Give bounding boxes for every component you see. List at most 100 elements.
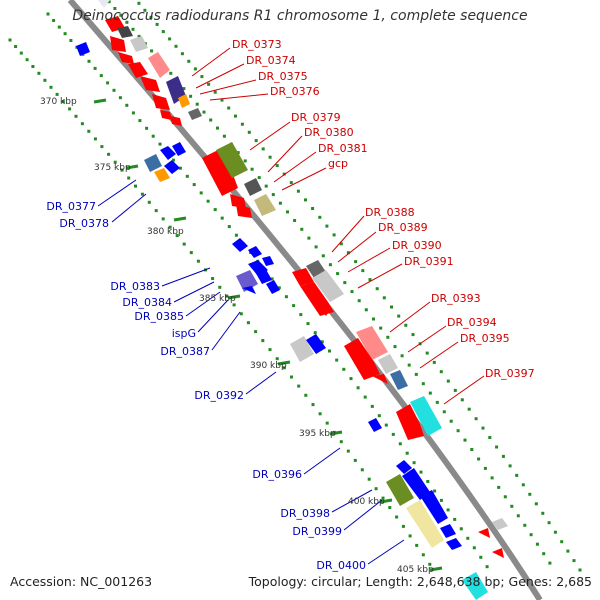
gene-feature[interactable] — [242, 286, 256, 294]
gene-feature[interactable] — [254, 266, 272, 284]
gene-feature[interactable] — [236, 270, 258, 292]
gene-feature[interactable] — [446, 538, 462, 550]
gene-feature[interactable] — [410, 396, 442, 436]
guide-dot — [220, 216, 224, 220]
forward-gene-label[interactable]: gcp — [328, 157, 348, 170]
gene-feature[interactable] — [306, 334, 326, 354]
gene-feature[interactable] — [164, 160, 180, 174]
reverse-gene-label[interactable]: DR_0385 — [134, 310, 184, 323]
gene-feature[interactable] — [396, 404, 424, 440]
gene-feature[interactable] — [172, 142, 186, 156]
reverse-gene-label[interactable]: DR_0392 — [194, 389, 244, 402]
gene-feature[interactable] — [128, 62, 148, 78]
forward-gene-label[interactable]: DR_0390 — [392, 239, 442, 252]
reverse-gene-label[interactable]: DR_0378 — [59, 217, 109, 230]
guide-dot — [412, 461, 416, 465]
forward-gene-label[interactable]: DR_0394 — [447, 316, 497, 329]
gene-feature[interactable] — [170, 116, 182, 126]
guide-dot — [192, 183, 196, 187]
gene-feature[interactable] — [290, 336, 314, 362]
guide-dot — [421, 382, 425, 386]
gene-feature[interactable] — [262, 256, 274, 266]
gene-feature[interactable] — [154, 168, 170, 182]
gene-feature[interactable] — [230, 194, 246, 208]
forward-gene-label[interactable]: DR_0397 — [485, 367, 535, 380]
forward-gene-label[interactable]: DR_0375 — [258, 70, 308, 83]
gene-feature[interactable] — [492, 548, 504, 558]
gene-feature[interactable] — [160, 146, 176, 160]
gene-feature[interactable] — [372, 374, 388, 384]
reverse-gene-label[interactable]: DR_0400 — [316, 559, 366, 572]
gene-feature[interactable] — [118, 52, 134, 64]
gene-feature[interactable] — [368, 418, 382, 432]
gene-feature[interactable] — [406, 500, 444, 548]
forward-gene-label[interactable]: DR_0373 — [232, 38, 282, 51]
guide-dot — [236, 151, 240, 155]
gene-feature[interactable] — [148, 52, 170, 78]
kbp-tick-marks — [93, 98, 443, 572]
forward-gene-label[interactable]: DR_0389 — [378, 221, 428, 234]
guide-dot — [349, 377, 353, 381]
gene-feature[interactable] — [236, 204, 252, 218]
reverse-gene-label[interactable]: DR_0384 — [122, 296, 172, 309]
guide-dot — [311, 207, 315, 210]
guide-dot — [118, 96, 122, 100]
gene-feature[interactable] — [152, 94, 170, 110]
reverse-gene-label[interactable]: DR_0398 — [280, 507, 330, 520]
guide-dot — [168, 225, 172, 229]
forward-gene-label[interactable]: DR_0395 — [460, 332, 510, 345]
gene-feature[interactable] — [378, 354, 398, 374]
gene-feature[interactable] — [478, 528, 490, 538]
reverse-gene-label[interactable]: DR_0377 — [46, 200, 96, 213]
gene-feature[interactable] — [98, 0, 110, 8]
gene-feature[interactable] — [248, 246, 262, 258]
forward-gene-label[interactable]: DR_0388 — [365, 206, 415, 219]
gene-feature[interactable] — [144, 154, 162, 172]
gene-feature[interactable] — [420, 490, 448, 524]
gene-feature[interactable] — [386, 474, 414, 506]
gene-feature[interactable] — [110, 36, 126, 52]
gene-feature[interactable] — [140, 76, 160, 92]
forward-gene-label[interactable]: DR_0374 — [246, 54, 296, 67]
gene-feature[interactable] — [130, 36, 148, 52]
reverse-gene-label[interactable]: DR_0383 — [110, 280, 160, 293]
gene-feature[interactable] — [320, 308, 330, 316]
reverse-gene-label[interactable]: DR_0396 — [252, 468, 302, 481]
gene-feature[interactable] — [356, 326, 388, 360]
guide-dot — [313, 331, 317, 335]
gene-feature[interactable] — [390, 370, 408, 390]
forward-gene-label[interactable]: DR_0393 — [431, 292, 481, 305]
guide-dot — [113, 160, 117, 164]
gene-feature[interactable] — [266, 280, 280, 294]
guide-dot — [375, 287, 379, 291]
guide-dot — [87, 59, 91, 63]
gene-feature[interactable] — [440, 524, 456, 538]
forward-gene-label[interactable]: DR_0391 — [404, 255, 454, 268]
gene-feature[interactable] — [160, 110, 172, 120]
reverse-gene-label[interactable]: DR_0399 — [292, 525, 342, 538]
gene-feature[interactable] — [312, 270, 344, 302]
gene-feature[interactable] — [202, 150, 238, 196]
gene-feature[interactable] — [188, 108, 202, 120]
gene-feature[interactable] — [254, 194, 276, 216]
gene-feature[interactable] — [396, 460, 412, 474]
gene-feature[interactable] — [292, 268, 314, 286]
forward-gene-label[interactable]: DR_0380 — [304, 126, 354, 139]
gene-feature[interactable] — [300, 282, 334, 316]
gene-feature[interactable] — [402, 468, 430, 500]
gene-feature[interactable] — [344, 338, 380, 380]
guide-dot — [107, 152, 111, 156]
gene-feature[interactable] — [232, 238, 248, 252]
gene-feature[interactable] — [462, 572, 488, 600]
gene-feature[interactable] — [216, 142, 248, 178]
forward-gene-label[interactable]: DR_0381 — [318, 142, 368, 155]
gene-feature[interactable] — [244, 178, 262, 196]
forward-gene-label[interactable]: DR_0376 — [270, 85, 320, 98]
reverse-gene-label[interactable]: ispG — [172, 327, 196, 340]
gene-feature[interactable] — [492, 518, 508, 530]
reverse-gene-label[interactable]: DR_0387 — [160, 345, 210, 358]
forward-gene-label[interactable]: DR_0379 — [291, 111, 341, 124]
gene-feature[interactable] — [76, 42, 90, 56]
gene-feature[interactable] — [117, 26, 133, 38]
gene-feature[interactable] — [178, 94, 190, 108]
